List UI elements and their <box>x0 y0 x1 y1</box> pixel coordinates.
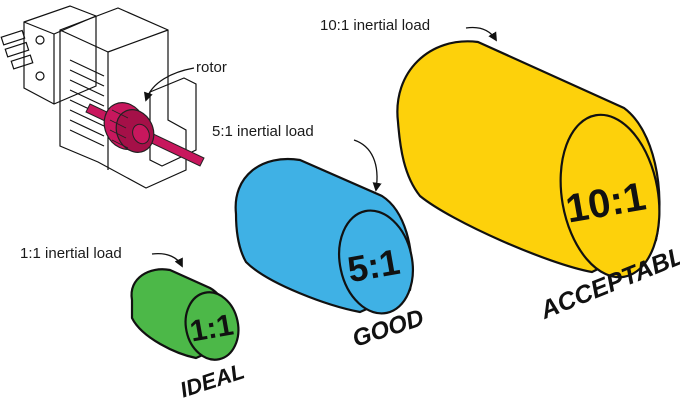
load-10-cylinder <box>396 40 661 279</box>
load-1-cylinder <box>130 268 240 361</box>
load-10-cylinder-face <box>559 113 661 279</box>
load-1-rating: IDEAL <box>177 358 247 402</box>
load-5-ratio: 5:1 <box>344 241 402 290</box>
stepper-motor-illustration: rotor <box>0 5 227 189</box>
motor-lamination-lines <box>69 59 105 147</box>
motor-body <box>59 7 187 189</box>
load-10-caption-arrow <box>465 26 497 42</box>
rotor-gear <box>103 102 155 153</box>
load-1-to-1: 1:1 inertial load 1:1 IDEAL <box>20 245 247 403</box>
load-5-caption-arrow <box>353 139 382 192</box>
load-5-caption: 5:1 inertial load <box>212 123 314 140</box>
load-10-to-1: 10:1 inertial load 10:1 ACCEPTABLE <box>320 17 680 325</box>
rotor-label-arrow <box>143 67 195 102</box>
load-1-cylinder-face <box>184 291 240 361</box>
motor-front-plate <box>149 77 197 167</box>
load-1-ratio: 1:1 <box>188 309 236 349</box>
load-1-caption: 1:1 inertial load <box>20 245 122 262</box>
motor-rear-shaft <box>0 29 34 70</box>
load-10-caption: 10:1 inertial load <box>320 17 430 34</box>
load-1-caption-arrow <box>151 252 183 268</box>
load-5-cylinder <box>234 157 414 315</box>
motor-rear-block <box>23 5 97 105</box>
rotor-label: rotor <box>196 59 227 76</box>
load-5-to-1: 5:1 inertial load 5:1 GOOD <box>212 123 427 353</box>
load-5-cylinder-face <box>338 209 414 315</box>
